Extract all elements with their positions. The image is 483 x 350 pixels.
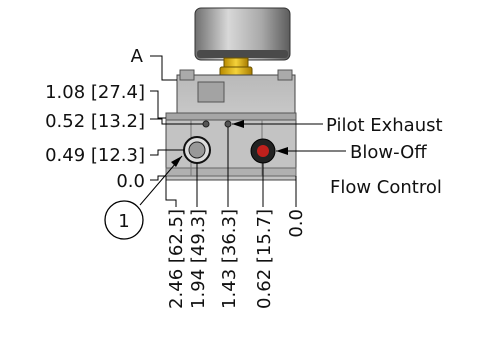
blow-off-label: Blow-Off [350,142,427,163]
horizontal-dimension-lines [165,127,297,207]
pressure-gauge [194,7,291,61]
vertical-dimension-lines [150,55,203,181]
valve-body [165,69,297,181]
flow-control-label: Flow Control [330,177,442,198]
horizontal-dim-label: 0.62 [15.7] [254,209,275,309]
horizontal-dim-label: 1.43 [36.3] [219,209,240,309]
item-balloon: 1 [104,200,144,240]
callout-leaders [139,120,346,206]
datum-label: A [131,46,144,67]
balloon-number: 1 [118,211,129,232]
horizontal-dim-label: 0.0 [286,209,307,238]
vertical-dim-label: 1.08 [27.4] [45,82,145,103]
blow-off-port [250,138,276,164]
vertical-dim-label: 0.52 [13.2] [45,111,145,132]
pilot-exhaust-label: Pilot Exhaust [326,115,443,136]
horizontal-dim-label: 1.94 [49.3] [188,209,209,309]
vertical-dim-label: 0.0 [116,171,145,192]
vertical-dim-label: 0.49 [12.3] [45,145,145,166]
horizontal-dim-label: 2.46 [62.5] [166,209,187,309]
supply-port [183,136,211,164]
